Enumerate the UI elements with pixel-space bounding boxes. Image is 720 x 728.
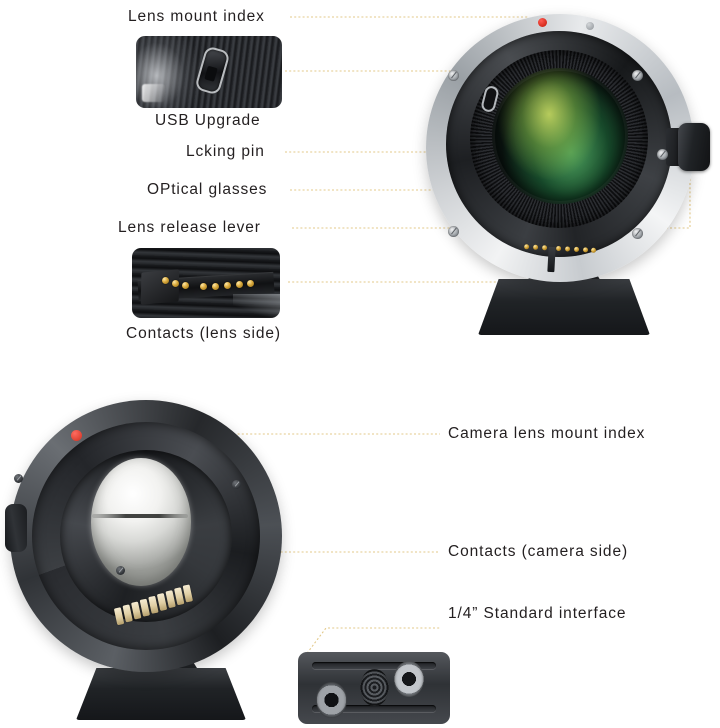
- lens-mount-index-dot: [538, 18, 547, 27]
- contact-pin: [200, 283, 208, 290]
- camera-lens-mount-index-dot: [71, 430, 82, 441]
- tripod-interface-detail-inset-image: [298, 652, 450, 724]
- usb-inset-highlight: [141, 83, 166, 103]
- contact-pin: [541, 245, 548, 251]
- mount-screw: [116, 566, 125, 575]
- mount-screw: [448, 226, 459, 237]
- label-locking-pin: Lcking pin: [186, 143, 265, 160]
- label-contacts-camera-side: Contacts (camera side): [448, 543, 629, 560]
- tripod-stand: [478, 279, 650, 335]
- mount-alignment-tab: [547, 246, 556, 273]
- label-camera-lens-mount-index: Camera lens mount index: [448, 425, 646, 442]
- quarter-inch-thread-hole: [359, 668, 390, 706]
- usb-port-icon: [194, 45, 231, 96]
- contacts-lens-detail-inset-image: [132, 248, 280, 318]
- contact-pin: [532, 244, 539, 250]
- label-lens-mount-index: Lens mount index: [128, 8, 265, 25]
- mount-screw: [657, 149, 668, 160]
- release-lever: [5, 504, 27, 552]
- optical-glass-element: [492, 68, 628, 204]
- contact-pin: [247, 279, 255, 287]
- tripod-groove: [311, 705, 437, 713]
- contact-pin: [235, 280, 243, 288]
- contact-pin: [590, 247, 597, 253]
- label-usb-upgrade: USB Upgrade: [155, 112, 261, 129]
- contact-pin: [211, 283, 219, 290]
- mount-screw: [232, 480, 241, 489]
- tripod-groove: [311, 662, 437, 670]
- contact-pad: [182, 584, 194, 603]
- contact-pin: [171, 279, 179, 287]
- contact-pin: [182, 281, 190, 289]
- contact-pin: [582, 247, 589, 253]
- anti-rotation-hole-right: [393, 660, 425, 697]
- contact-pin: [573, 246, 580, 253]
- contacts-inset-highlight: [232, 294, 280, 318]
- contact-pin: [223, 282, 231, 290]
- mount-screw: [448, 70, 459, 81]
- mount-screw: [14, 474, 23, 483]
- mount-screw: [632, 228, 643, 239]
- label-standard-interface: 1/4” Standard interface: [448, 605, 627, 622]
- lens-release-lever: [678, 123, 710, 171]
- tripod-stand: [76, 668, 246, 720]
- contact-pin: [161, 277, 169, 285]
- anti-rotation-hole-left: [316, 682, 347, 719]
- rear-glass-reflection: [92, 514, 188, 518]
- locking-pin-dot: [586, 22, 594, 30]
- contact-pin: [523, 244, 530, 250]
- contact-pin: [555, 245, 562, 252]
- label-lens-release-lever: Lens release lever: [118, 219, 261, 236]
- mount-screw: [632, 70, 643, 81]
- label-optical-glasses: OPtical glasses: [147, 181, 268, 198]
- adapter-front-view-photo: [404, 6, 720, 346]
- contact-block: [140, 269, 180, 306]
- rear-optical-glass: [91, 458, 191, 586]
- usb-detail-inset-image: [136, 36, 282, 108]
- label-contacts-lens-side: Contacts (lens side): [126, 325, 281, 342]
- contact-pin: [564, 246, 571, 252]
- adapter-rear-view-photo: [5, 396, 322, 726]
